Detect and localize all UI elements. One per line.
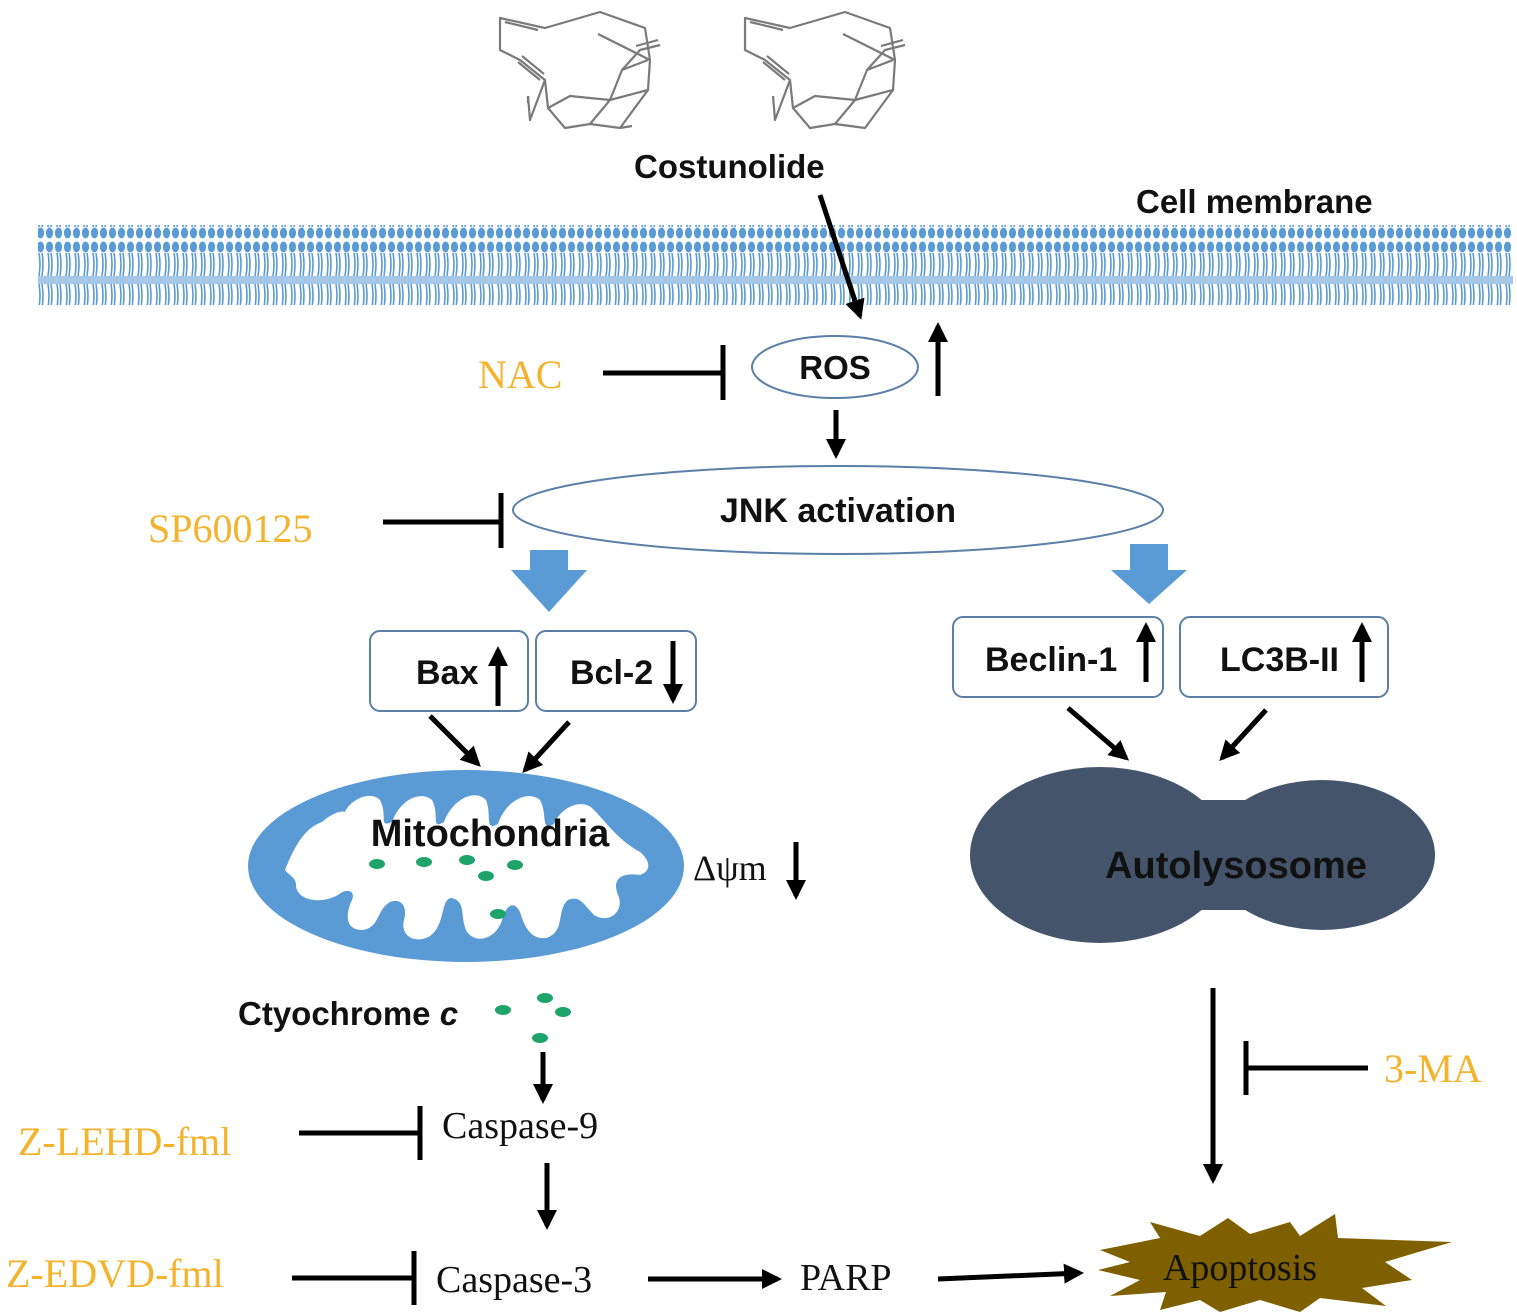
- caspase9-label: Caspase-9: [442, 1105, 598, 1147]
- cytochrome-dot: [555, 1007, 571, 1017]
- costunolide-to-ros-arrow: [817, 194, 865, 320]
- costunolide-structure-icon: [498, 10, 906, 130]
- jnk-label: JNK activation: [720, 492, 956, 530]
- cytochrome-dot: [369, 859, 385, 869]
- bax-to-mito-arrow: [428, 714, 481, 767]
- autolysosome-junction: [1200, 800, 1250, 910]
- cytochrome-dot: [478, 871, 494, 881]
- autolysosome-right-lobe: [1209, 780, 1435, 930]
- cell-membrane: [38, 225, 1513, 305]
- beclin-to-auto-arrow: [1066, 706, 1130, 761]
- parp-to-apoptosis-arrow: [937, 1263, 1084, 1284]
- bcl2-label: Bcl-2: [570, 654, 653, 692]
- bcl2-to-mito-arrow: [522, 720, 571, 773]
- apoptosis-node: Apoptosis: [1098, 1214, 1452, 1312]
- cytochrome-dot: [459, 855, 475, 865]
- block-arrow-right: [1111, 544, 1187, 604]
- cytochrome-label: Ctyochrome c: [238, 995, 458, 1032]
- cytochrome-dot: [532, 1033, 548, 1043]
- parp-label: PARP: [800, 1257, 892, 1299]
- cytochrome-dot: [537, 993, 553, 1003]
- block-arrow-left: [511, 550, 587, 612]
- costunolide-label: Costunolide: [634, 148, 825, 185]
- autolysosome-label: Autolysosome: [1105, 845, 1367, 887]
- apoptosis-burst-icon: [1098, 1214, 1452, 1312]
- mitochondria-label: Mitochondria: [371, 813, 610, 855]
- beclin1-label: Beclin-1: [985, 641, 1117, 679]
- cell-membrane-label: Cell membrane: [1136, 183, 1373, 220]
- nac-label: NAC: [478, 352, 562, 397]
- zlehd-label: Z-LEHD-fml: [18, 1119, 231, 1164]
- autolysosome: Autolysosome: [970, 767, 1435, 943]
- bax-label: Bax: [416, 654, 478, 692]
- cytochrome-dot: [416, 857, 432, 867]
- lc3b-label: LC3B-II: [1220, 641, 1339, 679]
- beclin1-box: [952, 616, 1164, 698]
- threema-label: 3-MA: [1384, 1046, 1482, 1091]
- ros-label: ROS: [799, 349, 871, 386]
- autolysosome-left-lobe: [970, 767, 1230, 943]
- jnk-node: [512, 465, 1164, 555]
- bcl2-box: [535, 630, 697, 712]
- delta-psi-label: Δψm: [693, 848, 767, 888]
- apoptosis-label: Apoptosis: [1163, 1247, 1317, 1289]
- ros-node: [751, 335, 919, 399]
- cytochrome-dot: [507, 860, 523, 870]
- cytochrome-dot: [490, 909, 506, 919]
- lc3b-box: [1179, 616, 1389, 698]
- caspase3-label: Caspase-3: [436, 1259, 592, 1301]
- mitochondria: Mitochondria: [248, 770, 684, 962]
- zedvd-label: Z-EDVD-fml: [6, 1251, 224, 1296]
- lc3b-to-auto-arrow: [1219, 708, 1268, 761]
- cytochrome-dot: [495, 1005, 511, 1015]
- sp600125-label: SP600125: [148, 506, 313, 551]
